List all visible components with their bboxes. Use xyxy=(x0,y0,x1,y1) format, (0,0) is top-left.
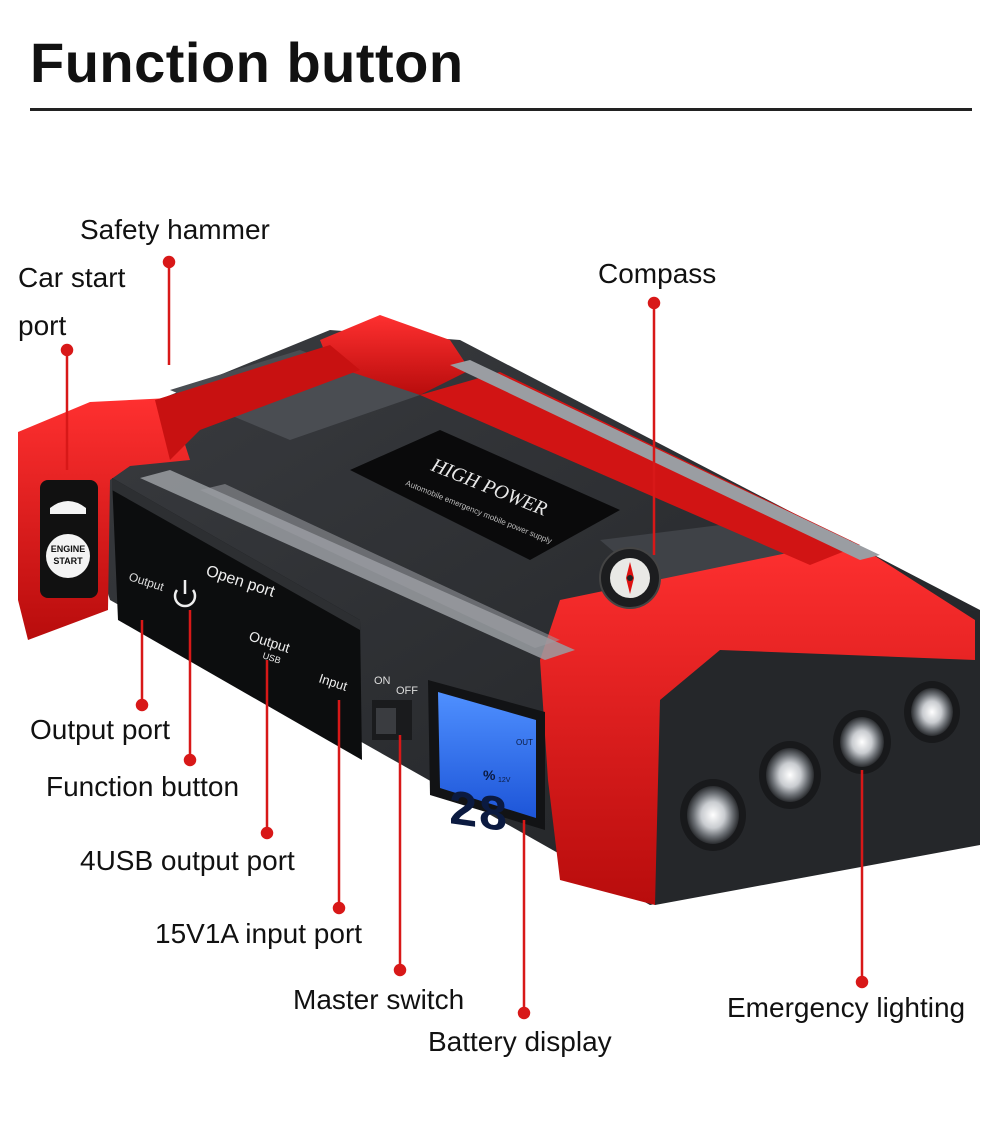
lcd-voltage: 12V xyxy=(498,777,511,784)
led-light-icon xyxy=(840,717,884,767)
emergency-lights xyxy=(680,681,960,851)
callout-usb-output-port: 4USB output port xyxy=(80,845,295,876)
compass-icon xyxy=(599,547,661,609)
switch-off-label: OFF xyxy=(396,685,418,697)
led-light-icon xyxy=(911,688,953,736)
battery-display: 28 % OUT 12V xyxy=(428,680,545,847)
callout-input-port: 15V1A input port xyxy=(155,918,363,949)
title-divider xyxy=(30,108,972,111)
red-bumper xyxy=(18,315,975,905)
callout-car-start-port: Car start xyxy=(18,262,126,293)
callout-compass: Compass xyxy=(598,258,717,289)
led-light-icon xyxy=(687,786,739,844)
callout-safety-hammer: Safety hammer xyxy=(80,214,270,245)
engine-label: ENGINE xyxy=(51,544,86,554)
lcd-value: 28 xyxy=(448,782,508,847)
lcd-unit: % xyxy=(483,767,496,783)
engine-start-button[interactable]: ENGINE START xyxy=(40,480,98,598)
page-title: Function button xyxy=(30,31,464,94)
control-panel xyxy=(112,478,362,760)
callout-emergency-lighting: Emergency lighting xyxy=(727,992,966,1023)
callout-output-port: Output port xyxy=(30,714,171,745)
start-label: START xyxy=(53,556,83,566)
lcd-out: OUT xyxy=(516,738,533,747)
switch-on-label: ON xyxy=(374,675,391,687)
car-icon xyxy=(50,501,86,514)
top-ribs xyxy=(140,360,880,660)
callout-battery-display: Battery display xyxy=(428,1026,612,1057)
led-light-icon xyxy=(766,748,814,802)
power-icon[interactable] xyxy=(173,580,197,608)
callout-function-button: Function button xyxy=(46,771,240,802)
callout-lines xyxy=(60,255,869,1020)
callout-car-start-port-line2: port xyxy=(18,310,67,341)
callout-master-switch: Master switch xyxy=(293,984,465,1015)
master-switch[interactable] xyxy=(372,700,412,740)
